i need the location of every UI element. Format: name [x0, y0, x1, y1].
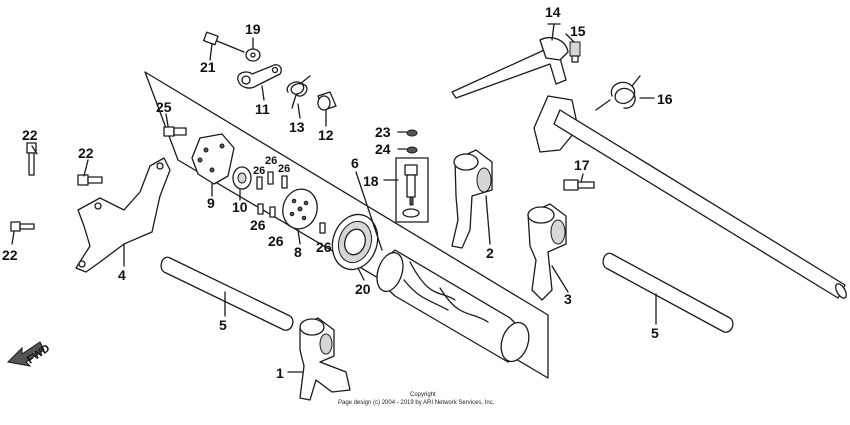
bolt-22-low [10, 221, 35, 232]
fork-1 [299, 317, 351, 401]
callout-10: 10 [232, 199, 248, 215]
collar-12 [317, 91, 337, 111]
callout-20: 20 [355, 281, 371, 297]
bolt-25 [163, 126, 187, 137]
callout-5-right: 5 [651, 325, 659, 341]
callout-26-a: 26 [253, 165, 265, 177]
collar-10 [232, 166, 252, 190]
callout-18: 18 [363, 173, 379, 189]
pins-26 [256, 171, 326, 234]
callout-22-mid: 22 [78, 145, 94, 161]
copyright-line-2: Page design (c) 2004 - 2019 by ARI Netwo… [338, 400, 495, 406]
callout-1: 1 [276, 365, 284, 381]
plate-9 [191, 133, 235, 185]
callout-13: 13 [289, 119, 305, 135]
spring-16 [595, 75, 641, 111]
callout-24: 24 [375, 141, 391, 157]
callout-14: 14 [545, 4, 561, 20]
arm-11 [237, 64, 282, 89]
bolt-17 [563, 179, 595, 191]
callout-22-low: 22 [2, 247, 18, 263]
forward-arrow-icon: FWD [6, 341, 52, 367]
switch-18 [395, 157, 429, 223]
callout-2: 2 [486, 245, 494, 261]
callout-5-left: 5 [219, 317, 227, 333]
callout-26-f: 26 [316, 239, 332, 255]
callout-8: 8 [294, 244, 302, 260]
screw-23 [406, 129, 418, 137]
callout-25: 25 [156, 99, 172, 115]
bolt-22-mid [77, 174, 103, 186]
shift-rod-5-left [160, 256, 294, 331]
copyright-line-1: Copyright [410, 392, 436, 398]
callout-21: 21 [200, 59, 216, 75]
callout-26-d: 26 [250, 217, 266, 233]
callout-23: 23 [375, 124, 391, 140]
bearing-20 [331, 213, 379, 271]
disc-8 [282, 188, 318, 230]
callout-9: 9 [207, 195, 215, 211]
shift-rod-5-right [602, 252, 734, 333]
callout-4: 4 [118, 267, 126, 283]
shift-drum-6 [376, 249, 530, 363]
washer-24 [406, 146, 418, 154]
forward-label: FWD [25, 342, 52, 366]
fork-2 [451, 149, 493, 249]
callout-26-e: 26 [268, 233, 284, 249]
shift-arm-14 [451, 37, 847, 299]
washer-19 [245, 48, 261, 62]
callout-26-c: 26 [278, 163, 290, 175]
pin-15 [569, 41, 581, 63]
callout-12: 12 [318, 127, 334, 143]
spring-13 [286, 75, 311, 109]
callout-22-top: 22 [22, 127, 38, 143]
callout-17: 17 [574, 157, 590, 173]
fork-3 [527, 203, 567, 301]
bolt-21 [203, 31, 245, 53]
callout-3: 3 [564, 291, 572, 307]
bolt-22-top [26, 142, 37, 176]
bracket-4 [75, 157, 171, 273]
callout-labels: 1 2 3 4 5 5 6 8 9 10 11 12 13 14 15 16 1… [2, 4, 673, 381]
callout-6: 6 [351, 155, 359, 171]
callout-26-b: 26 [265, 155, 277, 167]
callout-19: 19 [245, 21, 261, 37]
callout-16: 16 [657, 91, 673, 107]
callout-11: 11 [255, 101, 270, 117]
callout-15: 15 [570, 23, 586, 39]
leader-lines [11, 23, 657, 373]
